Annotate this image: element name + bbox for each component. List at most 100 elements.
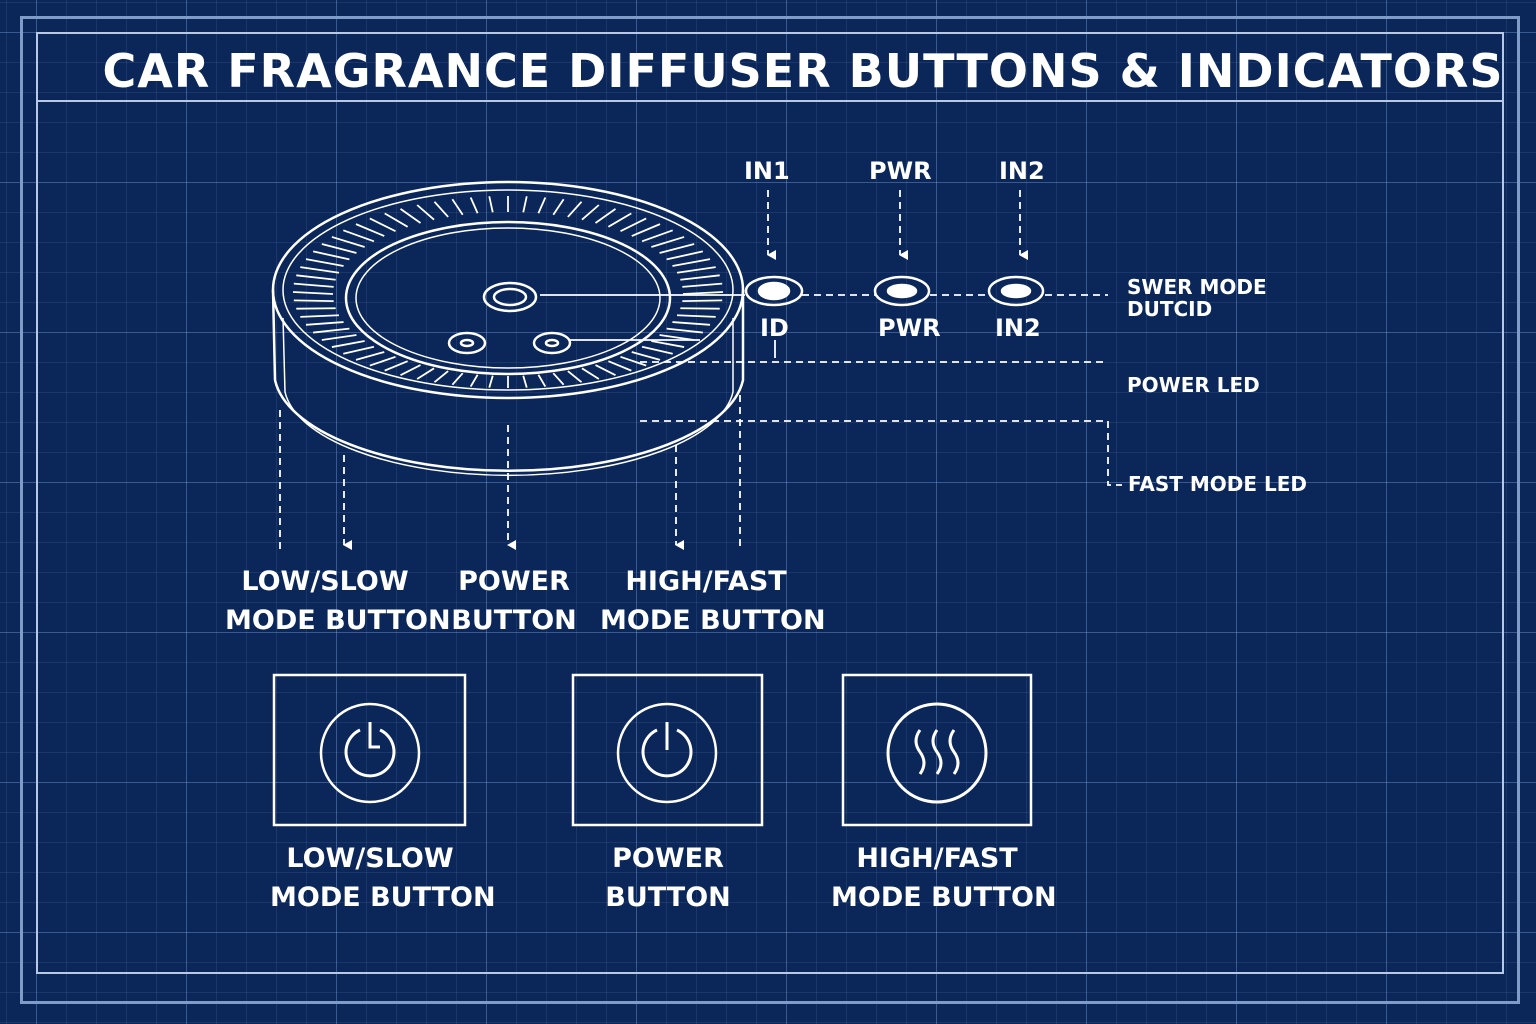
vent-slot: [676, 266, 716, 274]
vent-slot: [641, 345, 673, 355]
vent-slot: [620, 217, 647, 232]
vent-slot: [631, 223, 661, 237]
page-title: CAR FRAGRANCE DIFFUSER BUTTONS & INDICAT…: [102, 44, 1504, 98]
vent-slot: [672, 321, 711, 326]
panel-caption-line1: POWER: [612, 843, 724, 874]
vent-slot: [331, 236, 365, 248]
device-label-line2: MODE BUTTON: [225, 605, 451, 636]
vent-slot: [620, 355, 647, 367]
vent-slot: [312, 250, 350, 261]
vent-slot: [469, 197, 479, 214]
vent-slot: [659, 243, 695, 254]
panel-caption-high-fast: HIGH/FAST MODE BUTTON: [831, 839, 1057, 917]
button-panels: [272, 673, 1033, 827]
leader-lines: [279, 190, 1122, 550]
vent-slot: [682, 282, 723, 288]
device-label-line2: MODE BUTTON: [600, 605, 826, 636]
vent-slot: [369, 355, 396, 367]
vent-slot: [400, 364, 421, 376]
vent-slot: [300, 266, 340, 274]
vent-slot: [416, 204, 435, 221]
indicator-label-id: ID: [760, 314, 789, 342]
vent-slot: [537, 197, 547, 214]
high-button: [532, 331, 572, 355]
vent-slot: [293, 299, 334, 303]
vent-slot: [433, 201, 449, 218]
vent-slot: [682, 291, 724, 295]
center-button: [482, 281, 538, 313]
vent-slot: [416, 367, 435, 380]
vent-slot: [488, 375, 494, 388]
vent-slot: [384, 360, 408, 372]
power-led-label: POWER LED: [1127, 373, 1260, 397]
indicator-leds: [744, 275, 1045, 307]
indicator-label-pwr-bottom: PWR: [878, 314, 941, 342]
vent-slot: [343, 345, 375, 355]
vent-slot: [522, 196, 528, 213]
led-pwr: [873, 275, 931, 307]
vent-slot: [369, 217, 396, 232]
led-in2: [987, 275, 1045, 307]
vent-slot: [537, 374, 547, 387]
vent-slot: [399, 208, 422, 224]
vent-slot: [676, 314, 716, 318]
vent-slot: [595, 364, 616, 376]
vent-slot: [321, 334, 357, 341]
device-label-line2: BUTTON: [451, 605, 577, 636]
vent-slot: [384, 212, 409, 228]
vent-slot: [305, 321, 344, 326]
timer-power-icon: [319, 702, 421, 804]
vent-slot: [552, 198, 565, 216]
device-label-low-slow: LOW/SLOW MODE BUTTON: [225, 562, 451, 640]
vent-slot: [567, 370, 583, 383]
vent-slot: [607, 212, 632, 228]
heat-waves-icon: [886, 702, 988, 804]
diffuser-device: [271, 180, 745, 477]
device-label-line1: POWER: [458, 566, 570, 597]
vent-slot: [522, 375, 528, 388]
vent-slot: [488, 196, 494, 213]
panel-caption-line2: MODE BUTTON: [831, 882, 1057, 913]
vent-slot: [451, 372, 464, 386]
vent-slot: [355, 223, 385, 237]
indicator-label-in1: IN1: [744, 157, 790, 185]
vent-slot: [331, 340, 365, 348]
vent-slot: [666, 327, 703, 334]
low-button: [447, 331, 487, 355]
vent-slot: [672, 258, 711, 267]
vent-slot: [594, 208, 617, 224]
outer-frame: [20, 16, 1520, 1004]
device-label-line1: LOW/SLOW: [241, 566, 409, 597]
indicator-label-in2-bottom: IN2: [995, 314, 1041, 342]
device-label-line1: HIGH/FAST: [625, 566, 787, 597]
vent-slot: [680, 274, 720, 281]
vent-slot: [355, 351, 385, 361]
panel-caption-line2: MODE BUTTON: [270, 882, 496, 913]
vent-slot: [321, 243, 357, 254]
inner-frame: [36, 32, 1504, 974]
panel-caption-low-slow: LOW/SLOW MODE BUTTON: [270, 839, 496, 917]
vent-slot: [313, 327, 350, 334]
vent-slot: [293, 282, 334, 288]
vent-slot: [581, 204, 600, 221]
mode-output-label: SWER MODE DUTCID: [1127, 276, 1267, 320]
vent-slot: [641, 229, 674, 243]
panel-caption-line1: LOW/SLOW: [286, 843, 454, 874]
indicator-label-pwr: PWR: [869, 157, 932, 185]
vent-slot: [552, 372, 565, 386]
vent-slot: [296, 274, 336, 281]
vent-slot: [300, 314, 340, 318]
vent-slot: [651, 340, 685, 348]
vent-slot: [651, 236, 685, 248]
led-in1: [744, 275, 804, 307]
panel-caption-line1: HIGH/FAST: [856, 843, 1018, 874]
mode-output-line2: DUTCID: [1127, 297, 1213, 321]
vent-slot: [433, 370, 449, 383]
fast-mode-led-label: FAST MODE LED: [1128, 472, 1307, 496]
mode-output-line1: SWER MODE: [1127, 275, 1267, 299]
vent-slot: [666, 250, 704, 261]
device-label-power: POWER BUTTON: [434, 562, 594, 640]
vent-slot: [451, 198, 464, 216]
